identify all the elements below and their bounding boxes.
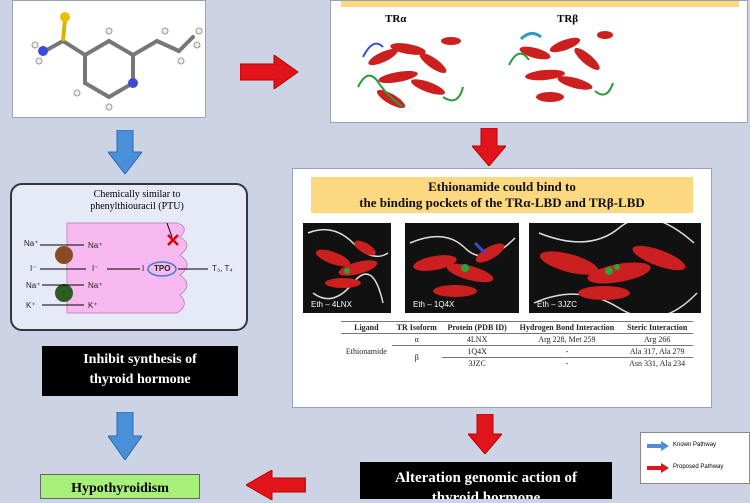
tpo-label: TPO [154,264,170,273]
hbond-cell: - [513,346,622,358]
na-inside-label: Na⁺ [88,241,102,250]
na2-inside-label: Na⁺ [88,281,102,290]
tr-alpha-label: TRα [385,13,406,25]
binding-banner: Ethionamide could bind to the binding po… [311,177,693,213]
table-row: Ethionamide α 4LNX Arg 228, Met 259 Arg … [341,334,693,346]
structure-4lnx: Eth – 4LNX [303,223,391,313]
hbond-cell: Arg 228, Met 259 [513,334,622,346]
k-inside-label: K⁺ [88,301,98,310]
proposed-pathway-arrow-down-1 [472,128,506,166]
na-outside-label: Na⁺ [24,239,38,248]
proposed-pathway-label: Proposed Pathway [673,464,723,470]
iodide-inside-label: I⁻ [92,264,98,273]
tr-panel-banner [341,1,739,7]
iodine-label: I [142,264,144,273]
interaction-table: Ligand TR Isoform Protein (PDB ID) Hydro… [341,321,693,369]
ethionamide-structure-icon [13,1,207,119]
steric-cell: Asn 331, Ala 234 [621,358,693,370]
table-header: TR Isoform [392,322,442,334]
ligand-cell: Ethionamide [341,334,392,370]
proposed-pathway-legend-icon [647,463,669,473]
alteration-line-2: thyroid hormone [360,488,612,499]
tr-beta-protein-icon [505,25,617,109]
table-row: β 1Q4X - Ala 317, Ala 279 [341,346,693,358]
proposed-pathway-arrow-right-top [240,55,300,89]
inhibit-line-2: thyroid hormone [42,370,238,390]
pdb-cell: 4LNX [442,334,513,346]
thyroid-cell-diagram [12,185,250,333]
ethionamide-molecule-panel [12,0,206,118]
known-pathway-legend-icon [647,441,669,451]
table-header: Steric Interaction [621,322,693,334]
steric-cell: Arg 266 [621,334,693,346]
isoform-cell: α [392,334,442,346]
binding-panel: Ethionamide could bind to the binding po… [292,168,712,408]
inhibit-synthesis-box: Inhibit synthesis of thyroid hormone [42,346,238,396]
hbond-cell: - [513,358,622,370]
na2-outside-label: Na⁺ [26,281,40,290]
structure-1q4x: Eth – 1Q4X [405,223,519,313]
table-header-row: Ligand TR Isoform Protein (PDB ID) Hydro… [341,322,693,334]
structure-1q4x-caption: Eth – 1Q4X [413,300,454,309]
structure-3jzc: Eth – 3JZC [529,223,701,313]
proposed-pathway-arrow-down-2 [468,414,502,454]
isoform-cell: β [392,346,442,370]
structure-3jzc-caption: Eth – 3JZC [537,300,577,309]
proposed-pathway-arrow-left [246,470,306,500]
tr-structures-panel: TRα TRβ [330,0,748,123]
k-outside-label: K⁺ [26,301,36,310]
tr-beta-label: TRβ [557,13,578,25]
binding-banner-line-1: Ethionamide could bind to [311,179,693,195]
pathway-legend: Known Pathway Proposed Pathway [640,432,750,484]
table-header: Hydrogen Bond Interaction [513,322,622,334]
table-header: Protein (PDB ID) [442,322,513,334]
tr-alpha-protein-icon [353,27,473,117]
alteration-line-1: Alteration genomic action of [360,468,612,488]
binding-banner-line-2: the binding pockets of the TRα-LBD and T… [311,195,693,211]
steric-cell: Ala 317, Ala 279 [621,346,693,358]
iodide-outside-label: I⁻ [30,264,36,273]
thyroid-cell-panel: Chemically similar to phenylthiouracil (… [10,183,248,331]
known-pathway-arrow-down-1 [108,130,142,174]
known-pathway-label: Known Pathway [673,442,716,448]
pdb-cell: 3JZC [442,358,513,370]
hypothyroidism-box: Hypothyroidism [40,474,200,499]
known-pathway-arrow-down-2 [108,412,142,460]
t3-t4-label: T₃, T₄ [212,264,233,273]
inhibit-line-1: Inhibit synthesis of [42,350,238,370]
structure-4lnx-caption: Eth – 4LNX [311,300,352,309]
alteration-genomic-box: Alteration genomic action of thyroid hor… [360,462,612,499]
table-header: Ligand [341,322,392,334]
pdb-cell: 1Q4X [442,346,513,358]
